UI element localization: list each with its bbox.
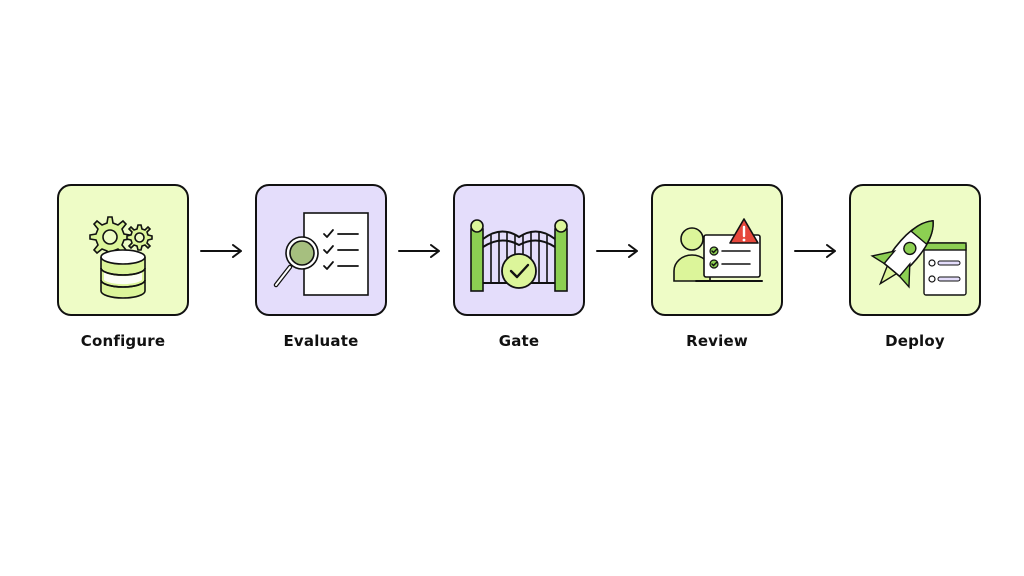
step-configure: Configure — [55, 184, 191, 350]
step-box — [255, 184, 387, 316]
step-box — [651, 184, 783, 316]
step-label: Gate — [498, 332, 540, 350]
step-box — [849, 184, 981, 316]
step-gate: Gate — [451, 184, 587, 350]
rocket-window-icon — [870, 219, 967, 296]
step-label: Configure — [80, 332, 166, 350]
step-box — [57, 184, 189, 316]
gate-checkmark-icon — [470, 219, 568, 292]
step-label: Review — [686, 332, 748, 350]
step-box — [453, 184, 585, 316]
arrow-right-icon — [794, 244, 836, 258]
step-evaluate: Evaluate — [253, 184, 389, 350]
step-review: Review — [649, 184, 785, 350]
arrow-right-icon — [398, 244, 440, 258]
arrow-right-icon — [596, 244, 638, 258]
reviewer-alert-icon — [673, 218, 763, 282]
step-label: Evaluate — [283, 332, 359, 350]
step-label: Deploy — [885, 332, 945, 350]
arrow-right-icon — [200, 244, 242, 258]
gears-database-icon — [89, 216, 153, 299]
magnifier-checklist-icon — [273, 212, 369, 296]
step-deploy: Deploy — [847, 184, 983, 350]
